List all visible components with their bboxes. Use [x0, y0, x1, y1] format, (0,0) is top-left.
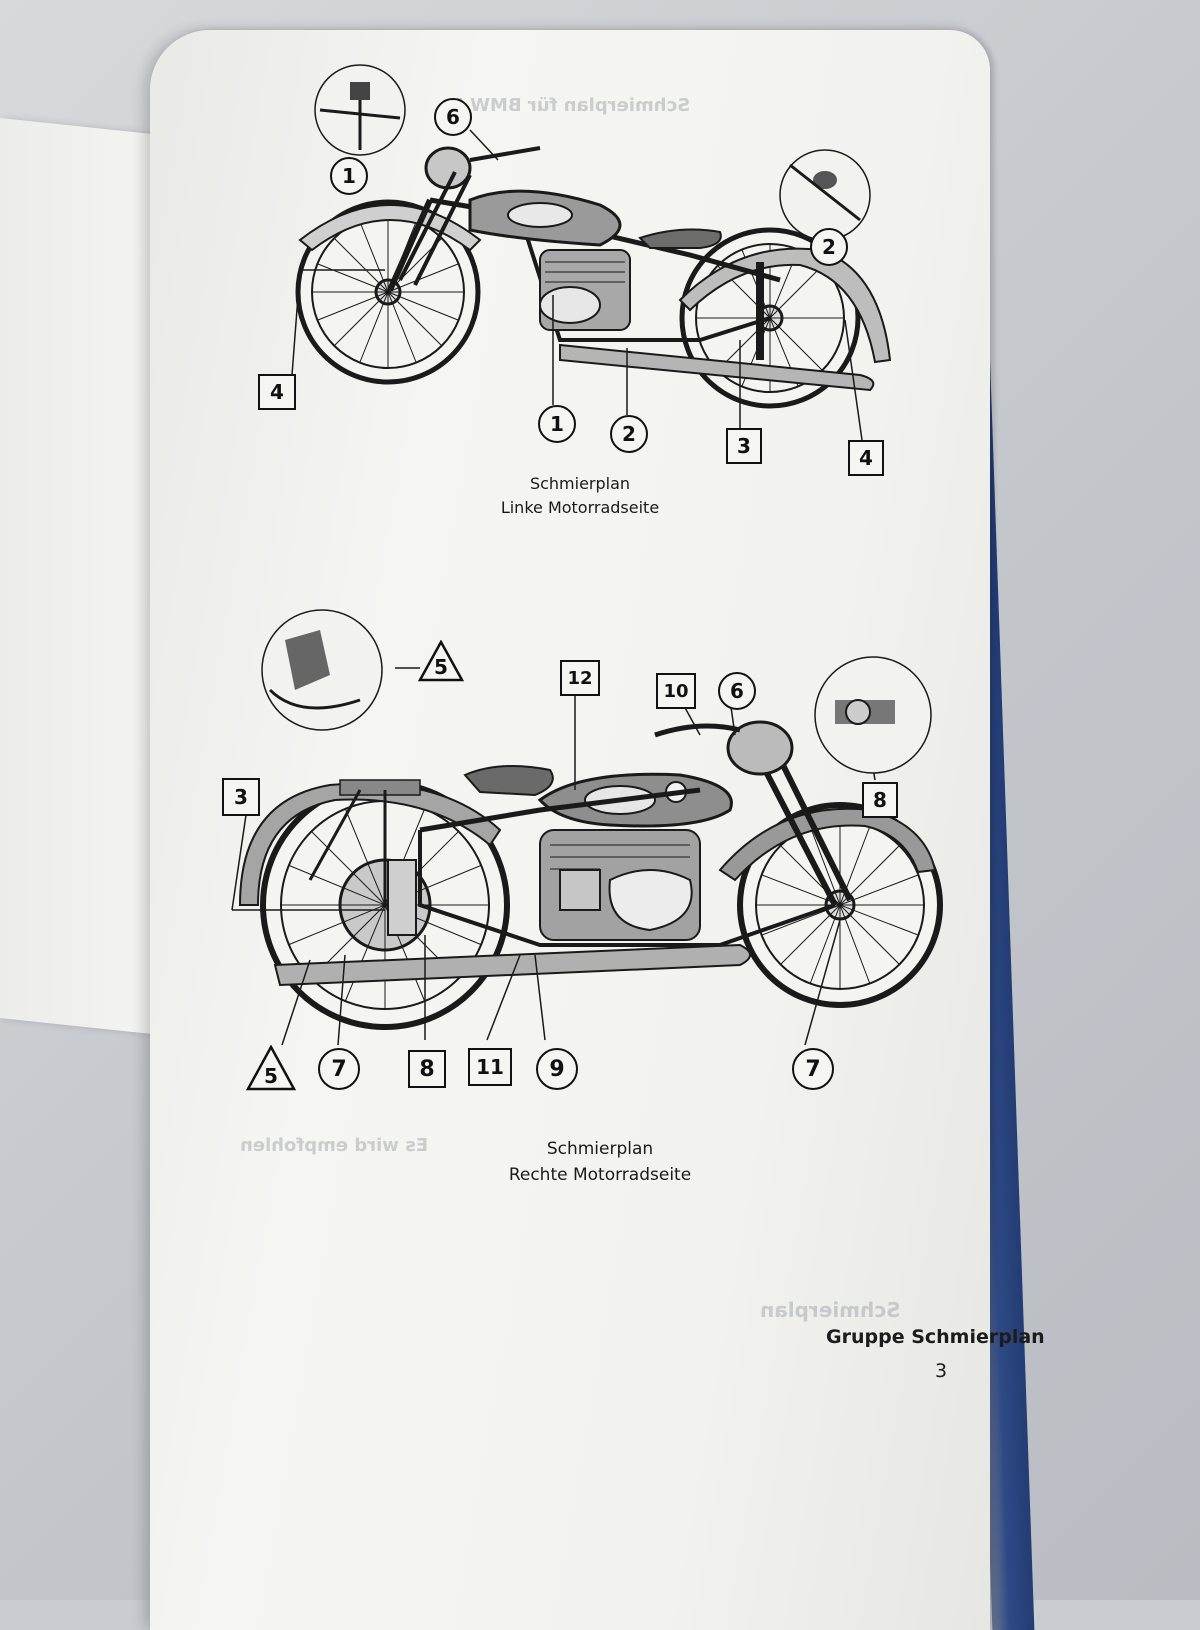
top-diagram-caption: Schmierplan Linke Motorradseite [480, 472, 680, 520]
bottom-diagram-caption: Schmierplan Rechte Motorradseite [470, 1136, 730, 1188]
bottom-callout-7-rear: 7 [318, 1048, 360, 1090]
bottom-callout-10: 10 [656, 673, 696, 709]
bottom-callout-5: 5 [246, 1045, 296, 1091]
top-callout-2: 2 [610, 415, 648, 453]
top-callout-4-rear: 4 [848, 440, 884, 476]
section-title: Gruppe Schmierplan [826, 1326, 1045, 1348]
motorcycle-right-side-drawing [231, 609, 943, 1046]
bottom-callout-9: 9 [536, 1048, 578, 1090]
bleed-through-text: Schmierplan [760, 1298, 901, 1322]
bottom-callout-3: 3 [222, 778, 260, 816]
bottom-callout-7-front: 7 [792, 1048, 834, 1090]
top-callout-2-inset: 2 [810, 228, 848, 266]
bleed-through-text: Es wird empfohlen [240, 1135, 429, 1156]
bottom-callout-5-inset: 5 [418, 640, 464, 682]
top-callout-3: 3 [726, 428, 762, 464]
bottom-callout-12: 12 [560, 660, 600, 696]
bottom-callout-6: 6 [718, 672, 756, 710]
top-callout-1-inset: 1 [330, 157, 368, 195]
top-callout-6: 6 [434, 98, 472, 136]
bleed-through-text: Schmierplan für BMW R [450, 95, 691, 116]
caption-title: Schmierplan [529, 474, 631, 493]
bottom-callout-8: 8 [408, 1050, 446, 1088]
caption-subtitle: Rechte Motorradseite [508, 1165, 692, 1185]
top-callout-4-front: 4 [258, 374, 296, 410]
motorcycle-left-side-drawing [291, 64, 892, 441]
triangle-label: 5 [264, 1064, 278, 1088]
page-number: 3 [935, 1360, 948, 1382]
bottom-callout-8-inset: 8 [862, 782, 898, 818]
triangle-label: 5 [434, 655, 448, 679]
top-callout-1: 1 [538, 405, 576, 443]
bottom-callout-11: 11 [468, 1048, 512, 1086]
caption-title: Schmierplan [546, 1139, 654, 1159]
caption-subtitle: Linke Motorradseite [500, 498, 660, 517]
